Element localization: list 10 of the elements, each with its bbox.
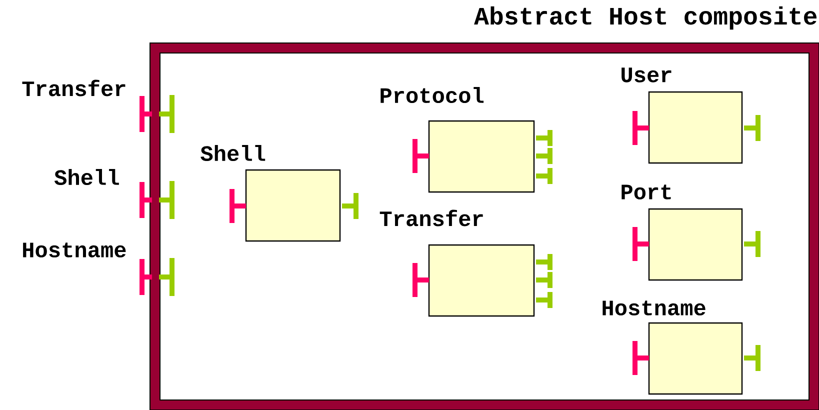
port-label: Shell [54,168,119,186]
component-label: Hostname [602,300,706,316]
port-label: Hostname [23,242,126,258]
component-label: Shell [200,144,266,162]
component-label: Transfer [380,210,483,226]
composite-title: Abstract Host composite [474,6,817,30]
component-label: Port [622,184,671,200]
port-label: Transfer [22,80,126,96]
component-label: Protocol [380,86,484,104]
component-label: User [622,68,672,82]
